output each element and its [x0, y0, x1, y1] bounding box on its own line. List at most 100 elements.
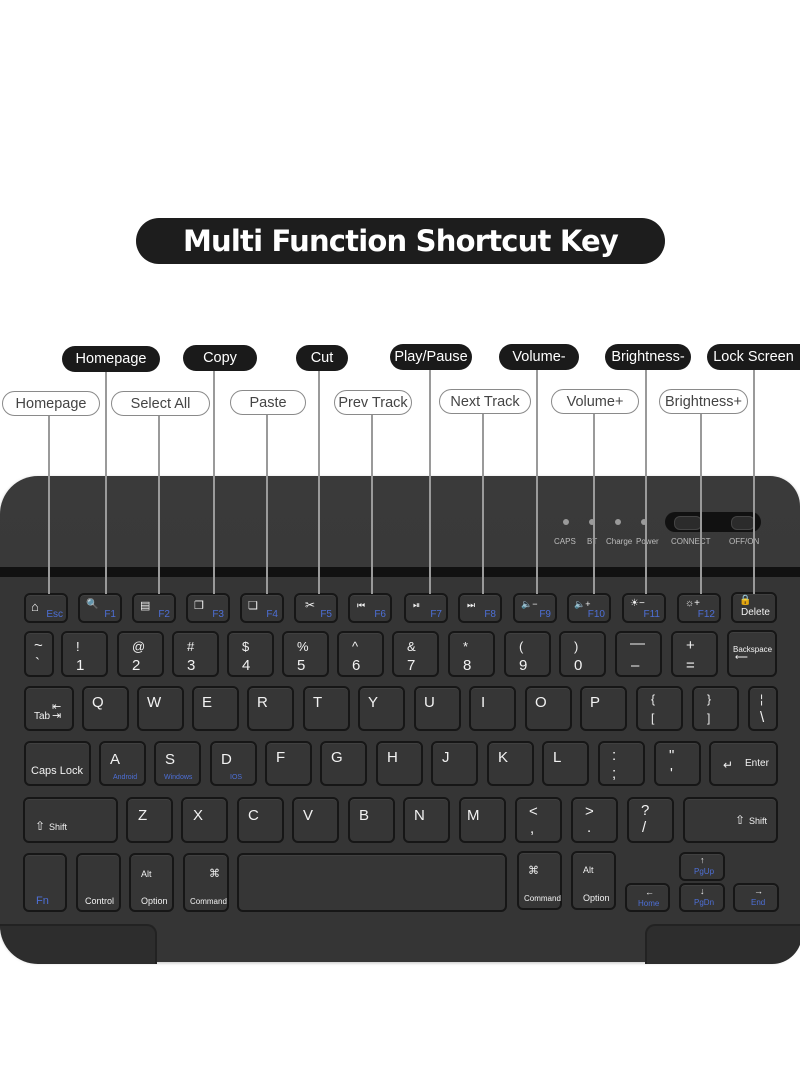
key-f6[interactable]: ⏮F6 — [348, 593, 392, 623]
key-n[interactable]: N — [403, 797, 450, 843]
lock-icon: 🔒 — [739, 595, 752, 606]
arrow-left-icon: ← — [645, 887, 654, 897]
key-f9[interactable]: 🔈−F9 — [513, 593, 557, 623]
key-8[interactable]: *8 — [448, 631, 495, 677]
key-r[interactable]: R — [247, 686, 294, 731]
callout-brightness-up-f12: Brightness+ — [659, 389, 748, 414]
bt-led-label: BT — [587, 537, 597, 546]
key-w[interactable]: W — [137, 686, 184, 731]
key-2[interactable]: @2 — [117, 631, 164, 677]
key-y[interactable]: Y — [358, 686, 405, 731]
key-f11[interactable]: ☀−F11 — [622, 593, 666, 623]
key-v[interactable]: V — [292, 797, 339, 843]
key-delete[interactable]: 🔒Delete — [731, 592, 777, 623]
callout-homepage-esc: Homepage — [2, 391, 100, 416]
callout-copy-f3: Copy — [183, 345, 257, 371]
key-enter[interactable]: ↵Enter — [709, 741, 778, 786]
key-x[interactable]: X — [181, 797, 228, 843]
home-icon: ⌂ — [31, 599, 39, 614]
key-f8[interactable]: ⏭F8 — [458, 593, 502, 623]
key-esc[interactable]: ⌂Esc — [24, 593, 68, 623]
key-shift-right[interactable]: ⇧Shift — [683, 797, 778, 843]
shift-arrow-icon: ⇧ — [35, 819, 46, 833]
key-caps-lock[interactable]: Caps Lock — [24, 741, 91, 786]
key-h[interactable]: H — [376, 741, 423, 786]
key-f2[interactable]: ▤F2 — [132, 593, 176, 623]
key-tab[interactable]: Tab⇤⇥ — [24, 686, 74, 731]
power-toggle[interactable] — [731, 516, 755, 530]
key-4[interactable]: $4 — [227, 631, 274, 677]
key-b[interactable]: B — [348, 797, 395, 843]
key-space[interactable] — [237, 853, 507, 912]
key-backslash[interactable]: ¦\ — [748, 686, 778, 731]
key-f[interactable]: F — [265, 741, 312, 786]
key-u[interactable]: U — [414, 686, 461, 731]
key-f10[interactable]: 🔈+F10 — [567, 593, 611, 623]
key-f1[interactable]: 🔍F1 — [78, 593, 122, 623]
copy-icon: ❐ — [194, 600, 204, 612]
key-z[interactable]: Z — [126, 797, 173, 843]
caps-led-label: CAPS — [554, 537, 576, 546]
key-6[interactable]: ^6 — [337, 631, 384, 677]
key-e[interactable]: E — [192, 686, 239, 731]
key-i[interactable]: I — [469, 686, 516, 731]
palm-rest-left — [0, 924, 157, 964]
key-f3[interactable]: ❐F3 — [186, 593, 230, 623]
key-l[interactable]: L — [542, 741, 589, 786]
key-f12[interactable]: ☼+F12 — [677, 593, 721, 623]
key-f4[interactable]: ❏F4 — [240, 593, 284, 623]
key-backtick[interactable]: ~` — [24, 631, 54, 677]
key-arrow-right[interactable]: →End — [733, 883, 779, 912]
key-5[interactable]: %5 — [282, 631, 329, 677]
key-command-right[interactable]: ⌘Command — [517, 851, 562, 910]
key-comma[interactable]: <, — [515, 797, 562, 843]
key-g[interactable]: G — [320, 741, 367, 786]
key-equals[interactable]: += — [671, 631, 718, 677]
key-control[interactable]: Control — [76, 853, 121, 912]
key-c[interactable]: C — [237, 797, 284, 843]
key-semicolon[interactable]: :; — [598, 741, 645, 786]
charge-led — [615, 519, 621, 525]
key-quote[interactable]: "' — [654, 741, 701, 786]
key-command-left[interactable]: ⌘Command — [183, 853, 229, 912]
key-t[interactable]: T — [303, 686, 350, 731]
key-minus[interactable]: —– — [615, 631, 662, 677]
tab-arrows-icon: ⇤⇥ — [52, 701, 62, 722]
key-j[interactable]: J — [431, 741, 478, 786]
key-1[interactable]: !1 — [61, 631, 108, 677]
connect-button[interactable] — [674, 516, 702, 530]
key-shift-left[interactable]: ⇧Shift — [23, 797, 118, 843]
key-arrow-left[interactable]: ←Home — [625, 883, 670, 912]
key-q[interactable]: Q — [82, 686, 129, 731]
key-9[interactable]: (9 — [504, 631, 551, 677]
callout-next-track-f8: Next Track — [439, 389, 531, 414]
key-m[interactable]: M — [459, 797, 506, 843]
key-arrow-down[interactable]: ↓PgDn — [679, 883, 725, 912]
key-o[interactable]: O — [525, 686, 572, 731]
key-f7[interactable]: ⏯F7 — [404, 593, 448, 623]
callout-volume-up-f10: Volume+ — [551, 389, 639, 414]
key-backspace[interactable]: Backspace⟵ — [727, 630, 777, 677]
key-arrow-up[interactable]: ↑PgUp — [679, 852, 725, 881]
key-p[interactable]: P — [580, 686, 627, 731]
power-led-label: Power — [636, 537, 659, 546]
key-left-bracket[interactable]: {[ — [636, 686, 683, 731]
key-right-bracket[interactable]: }] — [692, 686, 739, 731]
connect-label: CONNECT — [671, 537, 711, 546]
key-slash[interactable]: ?/ — [627, 797, 674, 843]
key-fn[interactable]: Fn — [23, 853, 67, 912]
key-3[interactable]: #3 — [172, 631, 219, 677]
key-7[interactable]: &7 — [392, 631, 439, 677]
connect-power-switch[interactable] — [665, 512, 761, 532]
key-f5[interactable]: ✂F5 — [294, 593, 338, 623]
callout-homepage-f1: Homepage — [62, 346, 160, 372]
callout-select-all-f2: Select All — [111, 391, 210, 416]
key-k[interactable]: K — [487, 741, 534, 786]
key-0[interactable]: )0 — [559, 631, 606, 677]
key-period[interactable]: >. — [571, 797, 618, 843]
